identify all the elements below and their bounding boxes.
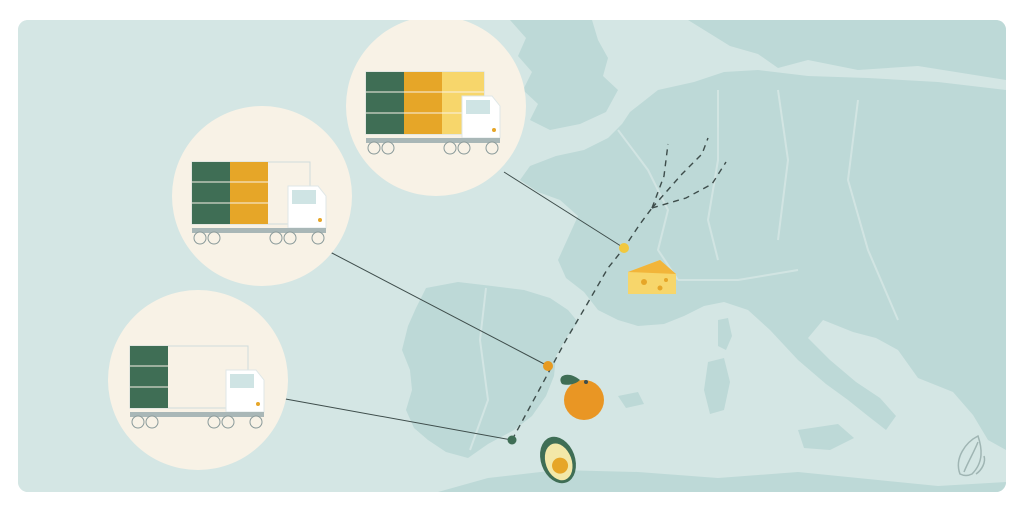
connector-bottom (279, 397, 513, 441)
connector-middle (329, 251, 549, 367)
map-frame (18, 20, 1006, 492)
truck-bottom (129, 345, 265, 429)
orange-icon (560, 374, 604, 420)
land-sicily (798, 424, 854, 450)
crate-green (366, 72, 404, 134)
crate-orange (404, 72, 442, 134)
bubble-top[interactable] (346, 20, 526, 196)
land-great-britain (510, 20, 618, 130)
connector-top (503, 171, 625, 249)
leaf-logo-icon (957, 434, 986, 477)
cheese-icon (628, 260, 676, 294)
land-continent (520, 70, 1006, 450)
crate-green (192, 162, 230, 224)
route-branch-2 (651, 137, 709, 209)
route-branch-1 (651, 143, 669, 209)
connector-lines (279, 171, 625, 441)
crate-orange (230, 162, 268, 224)
land-sardinia (704, 358, 730, 414)
europe-map (18, 20, 1006, 492)
route (511, 137, 727, 441)
truck-top (365, 71, 501, 155)
land-balearics (618, 392, 644, 408)
borders (469, 89, 899, 451)
land-north-africa (438, 470, 1006, 492)
truck-middle (191, 161, 327, 245)
bubble-middle[interactable] (172, 106, 352, 286)
route-main (511, 207, 653, 441)
land-iberia (402, 282, 578, 458)
stop-marker-top[interactable] (619, 243, 629, 253)
avocado-icon (540, 436, 576, 484)
stop-marker-middle[interactable] (543, 361, 553, 371)
crate-green (130, 346, 168, 408)
land-corsica (718, 318, 732, 350)
route-branch-3 (651, 161, 727, 209)
stop-marker-bottom[interactable] (507, 435, 517, 445)
land-scandinavia (688, 20, 1006, 80)
bubble-bottom[interactable] (108, 290, 288, 470)
